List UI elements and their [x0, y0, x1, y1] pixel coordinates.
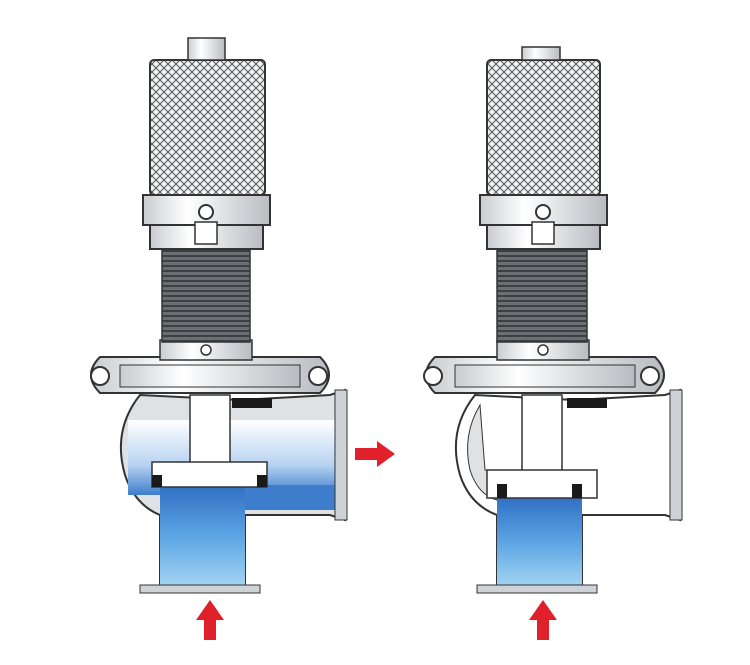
inlet-arrow-icon: [196, 600, 224, 640]
clamp: [90, 356, 330, 394]
cap-top: [187, 37, 226, 61]
clamp-screw-icon: [308, 366, 328, 386]
outlet-arrow-icon: [355, 441, 395, 467]
clamp-screw-icon: [90, 366, 110, 386]
valve-plug: [486, 394, 607, 499]
threaded-spring: [161, 247, 251, 343]
collar: [142, 194, 271, 250]
valve-open: [90, 37, 395, 640]
collar-pin-icon: [198, 204, 214, 220]
inlet-water: [497, 497, 582, 590]
inlet-water: [160, 485, 245, 590]
knurled-cap: [149, 59, 266, 196]
collar-pin-icon: [535, 204, 551, 220]
clamp: [423, 356, 665, 394]
threaded-spring: [496, 247, 588, 343]
valve-body: [119, 388, 348, 594]
cap-top: [521, 46, 561, 61]
seal: [257, 475, 267, 487]
clamp-screw-icon: [640, 366, 660, 386]
collar: [479, 194, 608, 250]
valve-closed: [423, 46, 683, 640]
seal: [572, 484, 582, 498]
knurled-cap: [486, 59, 601, 196]
seal: [497, 484, 507, 498]
clamp-screw-icon: [423, 366, 443, 386]
valve-plug: [151, 394, 272, 488]
inlet-arrow-icon: [529, 600, 557, 640]
seal: [152, 475, 162, 487]
